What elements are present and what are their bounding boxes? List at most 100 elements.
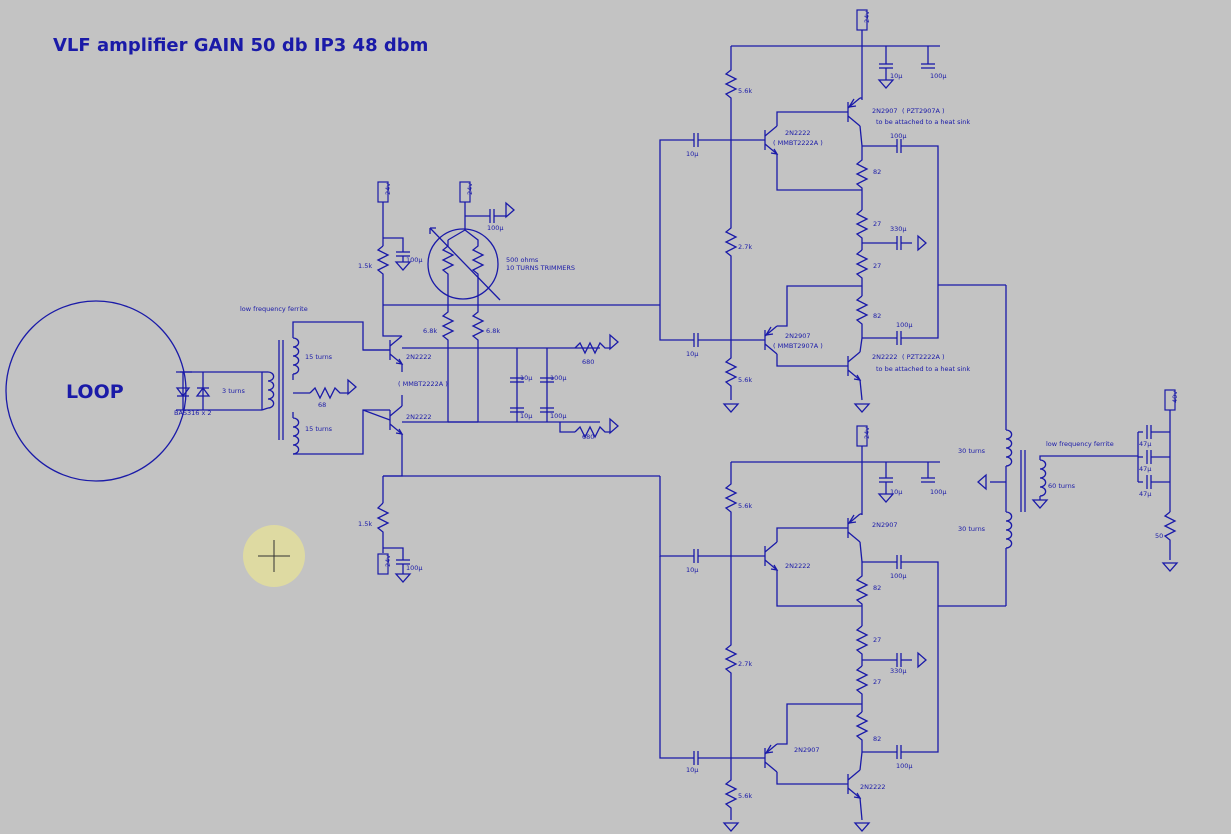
r-bottom-label: 1.5k <box>358 520 372 528</box>
q-input-top <box>363 335 403 365</box>
lower-c-out-top: 100µ <box>890 572 907 580</box>
trimmer-label: 500 ohms <box>506 256 539 264</box>
cap-b: 100µ <box>550 374 567 382</box>
lower-c-sup2: 100µ <box>930 488 947 496</box>
upper-c-mid: 330µ <box>890 225 907 233</box>
upper-r27a: 27 <box>873 220 881 228</box>
r-680-top: 680 <box>582 358 594 366</box>
lower-q2-label: 2N2907 <box>872 521 898 529</box>
output-turns-top: 30 turns <box>958 447 986 455</box>
r-trim-right: 6.8k <box>486 327 500 335</box>
trimmer-sublabel: 10 TURNS TRIMMERS <box>506 264 575 272</box>
supply-in-top: 24v <box>384 183 392 195</box>
upper-c-in-top: 10µ <box>686 150 698 158</box>
r-input: 68 <box>318 401 326 409</box>
trim-cap-label: 100µ <box>487 224 504 232</box>
lower-r-mid: 2.7k <box>738 660 752 668</box>
upper-q2-label: 2N2907 <box>872 107 898 115</box>
output-r-load: 50 <box>1155 532 1163 540</box>
upper-q1-alt: ( MMBT2222A ) <box>773 139 823 147</box>
lower-c-out-bot: 100µ <box>896 762 913 770</box>
output-stage: low frequency ferrite 30 turns 30 turns … <box>958 285 1179 606</box>
secondary-top-turns: 15 turns <box>305 353 333 361</box>
trimmer-circle <box>427 228 499 300</box>
r-680-bot: 680 <box>582 433 594 441</box>
lower-q4 <box>847 769 861 799</box>
upper-c-in-bot: 10µ <box>686 350 698 358</box>
output-c3: 47µ <box>1139 490 1151 498</box>
lower-q1 <box>764 541 778 571</box>
upper-q1-label: 2N2222 <box>785 129 811 137</box>
input-transformer-label: low frequency ferrite <box>240 305 308 313</box>
output-c1: 47µ <box>1139 440 1151 448</box>
input-stage: BAS316 x 2 3 turns low frequency ferrite… <box>174 181 660 583</box>
lower-r-bot: 5.6k <box>738 792 752 800</box>
upper-r-bot: 5.6k <box>738 376 752 384</box>
upper-q3-label: 2N2907 <box>785 332 811 340</box>
lower-q3-label: 2N2907 <box>794 746 820 754</box>
supply-trim: 24v <box>466 183 474 195</box>
q-top-label: 2N2222 <box>406 353 432 361</box>
cap-d: 100µ <box>550 412 567 420</box>
diode-pair <box>175 372 211 410</box>
supply-upper: 24v <box>863 11 871 23</box>
page-title: VLF amplifier GAIN 50 db IP3 48 dbm <box>53 35 428 56</box>
lower-c-in-bot: 10µ <box>686 766 698 774</box>
upper-c-out-bot: 100µ <box>896 321 913 329</box>
upper-r82b: 82 <box>873 312 881 320</box>
lower-q4-label: 2N2222 <box>860 783 886 791</box>
upper-c-out-top: 100µ <box>890 132 907 140</box>
upper-r27b: 27 <box>873 262 881 270</box>
diode-label: BAS316 x 2 <box>174 409 212 417</box>
lower-r-top: 5.6k <box>738 502 752 510</box>
upper-q4-note: to be attached to a heat sink <box>876 365 970 373</box>
cursor-icon <box>243 525 305 587</box>
r-top-label: 1.5k <box>358 262 372 270</box>
upper-r-mid: 2.7k <box>738 243 752 251</box>
lower-r82a: 82 <box>873 584 881 592</box>
upper-c-sup1: 10µ <box>890 72 902 80</box>
upper-q2-note: to be attached to a heat sink <box>876 118 970 126</box>
lower-q2 <box>847 513 861 543</box>
output-c2: 47µ <box>1139 465 1151 473</box>
cap-a: 10µ <box>520 374 532 382</box>
cap-c: 10µ <box>520 412 532 420</box>
q-alt-label: ( MMBT2222A ) <box>398 380 448 388</box>
upper-q4-label: 2N2222 <box>872 353 898 361</box>
upper-q2 <box>847 97 861 127</box>
c-top-label: 100µ <box>406 256 423 264</box>
lower-q1-label: 2N2222 <box>785 562 811 570</box>
supply-lower: 24v <box>863 427 871 439</box>
secondary-bottom-turns: 15 turns <box>305 425 333 433</box>
lower-c-in-top: 10µ <box>686 566 698 574</box>
supply-in-bottom: 24v <box>384 555 392 567</box>
q-input-bottom <box>362 405 403 435</box>
output-turns-bot: 30 turns <box>958 525 986 533</box>
upper-q3-alt: ( MMBT2907A ) <box>773 342 823 350</box>
supply-output: 40v <box>1171 391 1179 403</box>
lower-r82b: 82 <box>873 735 881 743</box>
upper-q2-alt: ( PZT2907A ) <box>902 107 945 115</box>
r-trim-left: 6.8k <box>423 327 437 335</box>
lower-amplifier: 24v 10µ 100µ 5.6k 2.7k 5.6k 10µ 10µ 2N22… <box>659 425 1006 832</box>
primary-turns: 3 turns <box>222 387 246 395</box>
lower-q3 <box>764 743 778 773</box>
upper-amplifier: 24v 10µ 100µ 5.6k 2.7k 5.6k 10µ 10µ 2N22… <box>659 9 1006 413</box>
lower-c-sup1: 10µ <box>890 488 902 496</box>
output-transformer-label: low frequency ferrite <box>1046 440 1114 448</box>
q-bottom-label: 2N2222 <box>406 413 432 421</box>
output-turns-sec: 60 turns <box>1048 482 1076 490</box>
upper-r82a: 82 <box>873 168 881 176</box>
upper-c-sup2: 100µ <box>930 72 947 80</box>
lower-c-mid: 330µ <box>890 667 907 675</box>
c-bottom-label: 100µ <box>406 564 423 572</box>
lower-r27a: 27 <box>873 636 881 644</box>
lower-r27b: 27 <box>873 678 881 686</box>
upper-q4-alt: ( PZT2222A ) <box>902 353 945 361</box>
loop-antenna: LOOP <box>5 300 187 482</box>
upper-r-top: 5.6k <box>738 87 752 95</box>
upper-q4 <box>847 351 861 381</box>
loop-label: LOOP <box>66 381 124 403</box>
